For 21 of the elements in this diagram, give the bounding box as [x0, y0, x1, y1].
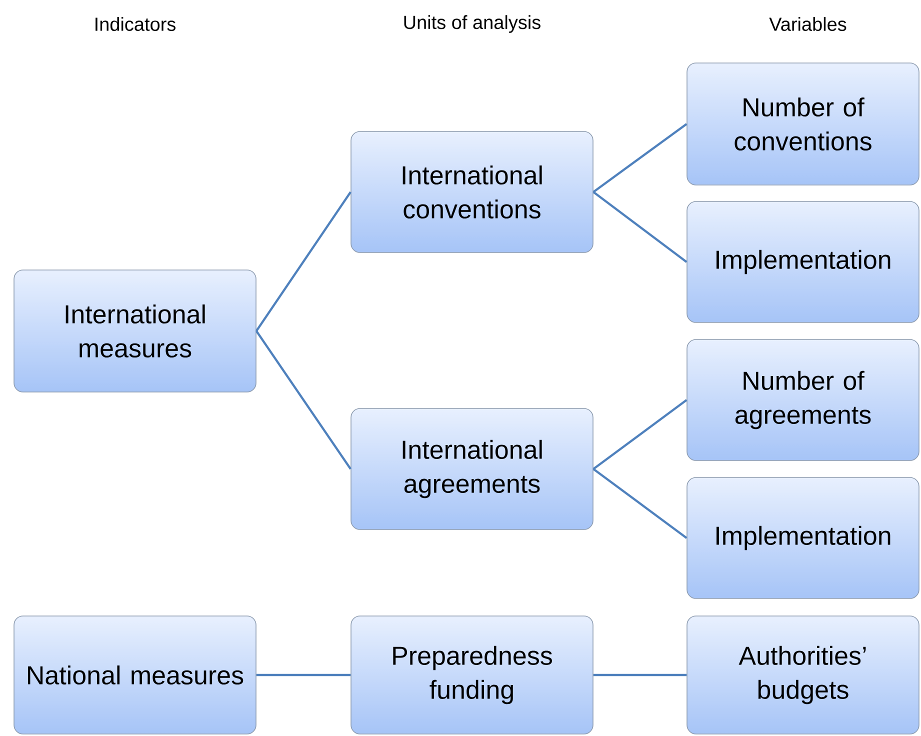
connector-line [256, 330, 352, 470]
connector-line [592, 399, 688, 470]
process-box: International agreements [350, 408, 594, 530]
connector-line [592, 123, 688, 193]
process-box: Implementation [686, 477, 920, 599]
process-box: National measures [14, 616, 256, 734]
process-box: Number of conventions [686, 62, 920, 186]
process-box: Implementation [686, 201, 920, 323]
process-box: Number of agreements [686, 339, 920, 461]
connector-line [256, 674, 351, 676]
process-box: Authorities’ budgets [686, 616, 920, 734]
connector-line [593, 674, 687, 676]
column-heading: Indicators [96, 17, 176, 31]
column-heading: Units of analysis [404, 15, 540, 33]
process-box: International conventions [350, 131, 594, 253]
process-box: International measures [14, 270, 256, 392]
column-heading: Variables [769, 17, 846, 31]
connector-line [256, 191, 352, 332]
connector-line [592, 191, 688, 263]
process-box: Preparedness funding [350, 616, 594, 734]
connector-line [592, 468, 688, 539]
